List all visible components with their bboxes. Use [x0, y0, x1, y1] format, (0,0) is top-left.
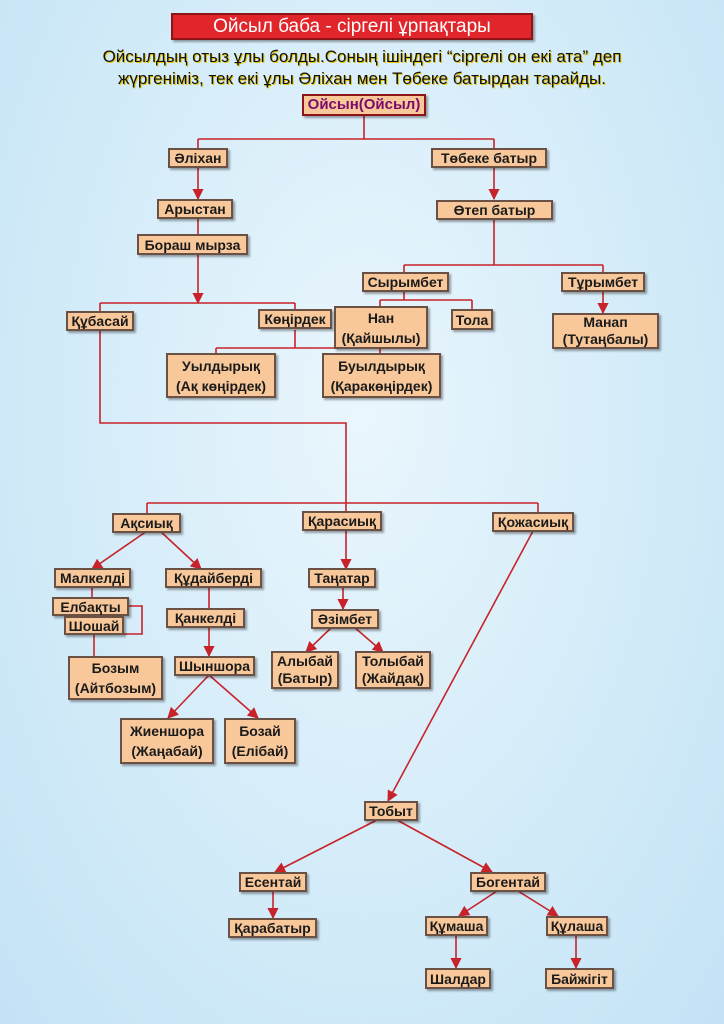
intro-line-2: жүргеніміз, тек екі ұлы Әліхан мен Төбек…: [117, 69, 606, 88]
node-shynshora: Шыншора: [174, 656, 255, 676]
edge-tobyt-bogentai: [396, 819, 493, 873]
node-karasiyk: Қарасиық: [302, 511, 382, 531]
intro-text: Ойсылдың отыз ұлы болды.Соның ішіндегі “…: [20, 46, 704, 90]
page-title: Ойсыл баба - сіргелі ұрпақтары: [213, 16, 491, 37]
edge-shynshora-bozai: [208, 674, 259, 719]
node-alybai: Алыбай(Батыр): [271, 651, 339, 689]
edge-bogentai-kumasha: [458, 890, 498, 917]
node-esentai: Есентай: [239, 872, 307, 892]
node-aksiyk: Ақсиық: [112, 513, 181, 533]
node-shoshai: Шошай: [64, 616, 124, 635]
node-uyldyryk: Уылдырық(Ақ көңірдек): [166, 353, 276, 398]
node-oisyl: Ойсын(Ойсыл): [302, 94, 426, 116]
edge-shynshora-zhienshora: [167, 674, 210, 719]
node-bogentai: Богентай: [470, 872, 546, 892]
node-nan: Нан(Қайшылы): [334, 306, 428, 349]
node-tobyt: Тобыт: [364, 801, 418, 821]
node-zhienshora: Жиеншора(Жаңабай): [120, 718, 214, 764]
node-baizhigit: Байжігіт: [545, 968, 614, 989]
edge-konirdek-children: [215, 330, 381, 353]
edge-kubasai-down: [99, 330, 347, 503]
node-alikhan: Әліхан: [168, 148, 228, 168]
edge-kozhasiyk-tobyt: [387, 530, 534, 802]
edge-syrymbet-children: [379, 290, 473, 310]
node-bozai: Бозай(Елібай): [224, 718, 296, 764]
edge-bogentai-kulasha: [517, 890, 559, 917]
node-buyldyryk: Буылдырық(Қаракөңірдек): [322, 353, 441, 398]
node-kozhasiyk: Қожасиық: [492, 512, 574, 532]
node-shaldar: Шалдар: [425, 968, 491, 989]
node-syrymbet: Сырымбет: [362, 272, 449, 292]
node-bozym: Бозым(Айтбозым): [68, 656, 163, 700]
edge-level-siyk: [146, 502, 539, 513]
edge-aksiyk-malkeldi: [91, 530, 148, 570]
node-kankeldi: Қанкелді: [166, 608, 245, 628]
node-kubasai: Құбасай: [66, 311, 134, 331]
edge-aksiyk-kudaiberdi: [159, 530, 202, 570]
node-karabatyr: Қарабатыр: [228, 918, 317, 938]
node-otep: Өтеп батыр: [436, 200, 553, 220]
node-malkeldi: Малкелді: [54, 568, 131, 588]
edge-syrymbet-turymbet: [403, 264, 604, 272]
node-elbakty: Елбақты: [52, 597, 129, 616]
node-turymbet: Тұрымбет: [561, 272, 645, 292]
node-tola: Тола: [451, 309, 493, 330]
node-tobeke: Төбеке батыр: [431, 148, 547, 168]
node-arystan: Арыстан: [157, 199, 233, 219]
intro-line-1: Ойсылдың отыз ұлы болды.Соның ішіндегі “…: [102, 47, 622, 66]
edge-tobyt-esentai: [274, 819, 378, 873]
node-tangatar: Таңатар: [308, 568, 376, 588]
edge-azimbet-tolybai: [353, 626, 384, 653]
node-manap: Манап(Тутаңбалы): [552, 313, 659, 349]
node-kudaiberdi: Құдайберді: [165, 568, 262, 588]
node-kulasha: Құлаша: [546, 916, 608, 936]
node-borash: Бораш мырза: [137, 234, 248, 255]
node-konirdek: Көңірдек: [258, 309, 332, 329]
node-kumasha: Құмаша: [425, 916, 488, 936]
node-tolybai: Толыбай(Жайдақ): [355, 651, 431, 689]
node-azimbet: Әзімбет: [311, 609, 379, 629]
edge-azimbet-alybai: [305, 626, 333, 653]
title-banner: Ойсыл баба - сіргелі ұрпақтары: [171, 13, 533, 40]
edge-oisyl-children: [197, 115, 495, 149]
